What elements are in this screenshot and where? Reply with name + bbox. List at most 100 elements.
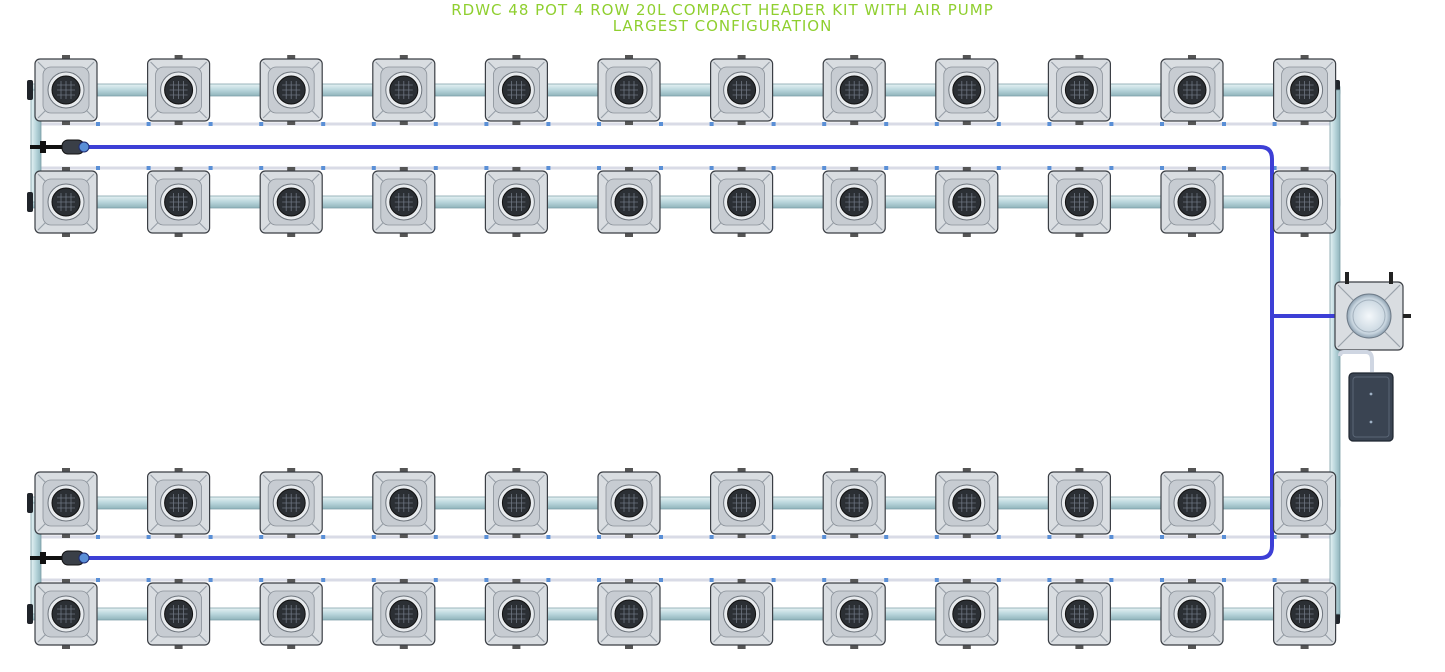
pot-tab (399, 232, 408, 237)
net-pot-grid (957, 494, 976, 512)
pot-tab (625, 120, 633, 125)
net-pot-grid (1295, 605, 1314, 623)
pot-tab (287, 468, 296, 473)
pot-r3-c11 (1160, 468, 1224, 538)
pipe-fitting (996, 166, 1001, 170)
pipe-fitting (1160, 535, 1164, 539)
net-pot-grid (845, 81, 864, 99)
pipe-fitting (597, 578, 601, 582)
pot-r1-c12 (1272, 55, 1337, 125)
pump-outlet (1403, 314, 1411, 318)
row-pipe (29, 83, 1341, 97)
pipe-fitting (96, 535, 100, 539)
net-pot-grid (732, 193, 751, 211)
pipe-fitting (484, 578, 489, 582)
pot-tab (1300, 533, 1309, 538)
pipe-fitting (546, 122, 551, 126)
pipe-fitting (1222, 535, 1226, 539)
pot-tab (850, 533, 859, 538)
air-pump-icon (1334, 272, 1411, 351)
pot-tab (1188, 167, 1196, 172)
pot-tab (962, 232, 971, 237)
pot-tab (625, 55, 633, 60)
net-pot-grid (282, 605, 301, 623)
net-pot-grid (1183, 193, 1201, 211)
pot-r3-c7 (709, 468, 774, 538)
row-pipe (29, 607, 1341, 621)
pot-r2-c5 (484, 167, 548, 237)
pot-tab (625, 167, 633, 172)
pot-tab (512, 468, 521, 473)
air-pump-body (1348, 372, 1394, 442)
net-pot-grid (169, 605, 188, 623)
pot-tab (1188, 55, 1196, 60)
pot-tab (737, 120, 746, 125)
pot-tab (1075, 468, 1084, 473)
pipe-fitting (934, 122, 939, 126)
pump-bevel (1337, 284, 1401, 348)
net-pot-grid (282, 81, 301, 99)
end-cap (27, 604, 33, 624)
pipe-fitting (1047, 122, 1052, 126)
end-cap (27, 192, 33, 212)
pot-tab (1188, 533, 1196, 538)
pot-tab (287, 55, 296, 60)
pot-r1-c5 (484, 55, 548, 125)
pipe-fitting (259, 578, 264, 582)
pot-tab (1300, 120, 1309, 125)
pot-tab (62, 55, 70, 60)
pot-r1-c11 (1160, 55, 1224, 125)
pot-tab (62, 120, 70, 125)
net-pot-grid (169, 81, 188, 99)
pot-r3-c1 (34, 468, 98, 538)
pipe-fitting (96, 166, 100, 170)
pot-r2-c6 (597, 167, 661, 237)
pipe-fitting (371, 535, 376, 539)
pot-r4-c8 (822, 579, 886, 649)
net-pot-grid (394, 81, 413, 99)
pot-tab (962, 533, 971, 538)
pot-tab (962, 167, 971, 172)
pot-tab (625, 232, 633, 237)
net-pot-grid (394, 193, 413, 211)
pot-tab (512, 644, 521, 649)
pot-r4-c10 (1047, 579, 1112, 649)
pipe-fitting (597, 122, 601, 126)
pot-tab (174, 167, 183, 172)
pipe-fitting (484, 122, 489, 126)
net-pot-grid (620, 81, 638, 99)
pot-r3-c12 (1272, 468, 1337, 538)
pump-tube (1338, 350, 1374, 372)
pot-tab (850, 468, 859, 473)
pot-tab (62, 167, 70, 172)
pot-tab (737, 644, 746, 649)
pot-tab (174, 644, 183, 649)
net-pot-grid (1183, 494, 1201, 512)
pot-r1-c3 (259, 55, 323, 125)
pot-tab (1188, 644, 1196, 649)
net-pot-grid (1295, 81, 1314, 99)
pipe-fitting (259, 122, 264, 126)
net-pot-grid (394, 494, 413, 512)
pipe-layer (27, 80, 1341, 624)
pipe-fitting (484, 166, 489, 170)
pipe-fitting (1109, 166, 1114, 170)
air-pump-screw (1369, 420, 1373, 424)
pot-r3-c4 (372, 468, 436, 538)
air-pump-panel (1352, 376, 1390, 438)
net-pot-grid (57, 494, 75, 512)
pot-tab (737, 579, 746, 584)
net-pot-grid (57, 81, 75, 99)
pipe-fitting (934, 166, 939, 170)
pipe-fitting (546, 535, 551, 539)
pot-tab (174, 55, 183, 60)
pipe-fitting (96, 122, 100, 126)
pot-r3-c9 (935, 468, 999, 538)
pot-tab (174, 232, 183, 237)
pot-tab (399, 120, 408, 125)
air-line-layer (30, 139, 1340, 566)
pot-tab (287, 533, 296, 538)
pot-tab (287, 167, 296, 172)
pipe-fitting (1160, 166, 1164, 170)
pipe-fitting (1272, 578, 1277, 582)
